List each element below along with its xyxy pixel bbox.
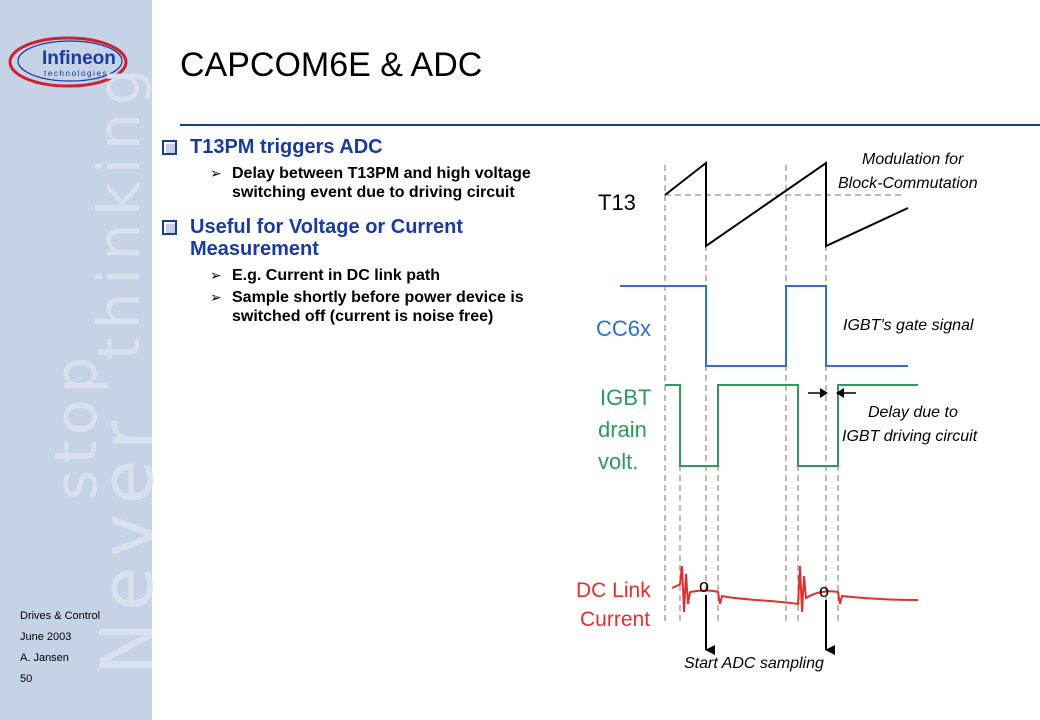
checkbox-bullet-icon <box>162 220 177 235</box>
sample-marker: o <box>819 581 829 601</box>
bullet-text: Useful for Voltage or Current Measuremen… <box>190 216 463 260</box>
slide-footer: Drives & Control June 2003 A. Jansen 50 <box>20 606 148 690</box>
dc-link-label-line1: DC Link <box>576 579 651 602</box>
footer-department: Drives & Control <box>20 610 101 622</box>
bullet-text: T13PM triggers ADC <box>190 136 383 158</box>
slide-title: CAPCOM6E & ADC <box>180 46 483 84</box>
bullet-item: Useful for Voltage or Current Measuremen… <box>160 216 540 260</box>
gate-signal-annotation: IGBT’s gate signal <box>843 317 974 334</box>
cc6x-label: CC6x <box>596 316 651 341</box>
arrow-bullet-icon: ➢ <box>210 289 222 305</box>
modulation-annotation-line2: Block-Commutation <box>838 175 978 192</box>
arrow-bullet-icon: ➢ <box>210 165 222 181</box>
start-adc-annotation: Start ADC sampling <box>684 655 824 672</box>
guide-lines <box>664 165 839 625</box>
dc-link-label-line2: Current <box>580 608 650 631</box>
modulation-annotation-line1: Modulation for <box>862 151 964 168</box>
logo-text: Infineon <box>42 48 116 69</box>
sub-bullet-item: ➢ Delay between T13PM and high voltage s… <box>160 164 540 202</box>
sidebar: Infineon technologies thinking stop Neve… <box>0 0 169 720</box>
dc-link-current-waveform <box>671 565 919 613</box>
delay-arrows <box>808 388 856 398</box>
bullet-list: T13PM triggers ADC ➢ Delay between T13PM… <box>160 136 540 326</box>
footer-date: June 2003 <box>20 631 72 643</box>
igbt-label-line3: volt. <box>598 449 638 474</box>
sample-marker: o <box>699 576 709 596</box>
sub-bullet-text: E.g. Current in DC link path <box>232 267 441 284</box>
delay-annotation-line1: Delay due to <box>868 404 958 421</box>
delay-arrow-right-icon <box>820 388 828 398</box>
footer-page-number: 50 <box>20 673 33 685</box>
igbt-label-line1: IGBT <box>600 385 651 410</box>
delay-annotation-line2: IGBT driving circuit <box>842 428 978 445</box>
sub-bullet-item: ➢ Sample shortly before power device is … <box>160 288 540 326</box>
bullet-item: T13PM triggers ADC <box>160 136 540 158</box>
igbt-label-line2: drain <box>598 417 647 442</box>
infineon-logo: Infineon technologies <box>8 36 128 88</box>
igbt-drain-waveform <box>665 384 918 467</box>
footer-author: A. Jansen <box>20 652 69 664</box>
sub-bullet-item: ➢ E.g. Current in DC link path <box>160 266 540 285</box>
sub-bullet-text: Sample shortly before power device is sw… <box>232 289 524 325</box>
arrow-bullet-icon: ➢ <box>210 267 222 283</box>
cc6x-waveform <box>620 285 908 367</box>
delay-arrow-left-icon <box>836 388 844 398</box>
t13-waveform <box>664 160 909 248</box>
sub-bullet-text: Delay between T13PM and high voltage swi… <box>232 165 531 201</box>
title-divider <box>180 124 1040 126</box>
t13-label: T13 <box>598 190 636 215</box>
logo-subtext: technologies <box>44 69 108 78</box>
checkbox-bullet-icon <box>162 140 177 155</box>
